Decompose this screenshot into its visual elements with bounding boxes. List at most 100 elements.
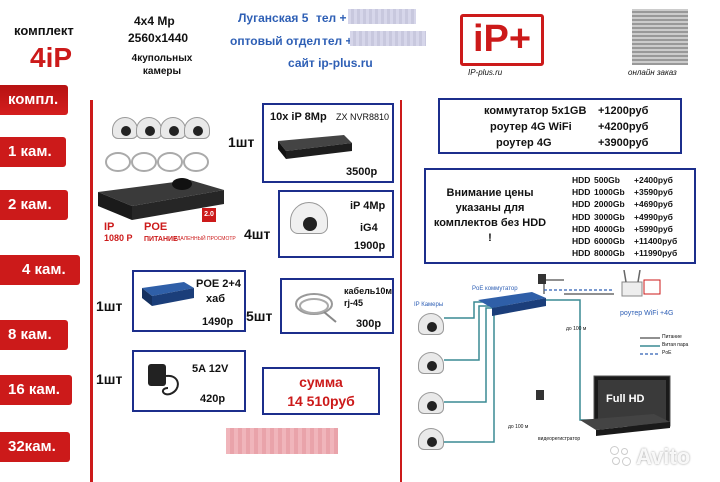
legend-twisted: Витая пара — [662, 342, 689, 348]
logo-caption: IP-plus.ru — [468, 68, 503, 77]
badge-version: 2.0 — [202, 208, 216, 222]
diagram-router-label: роутер WiFi +4G — [620, 310, 674, 317]
camera-card[interactable]: iP 4Mp iG4 1900р — [278, 190, 394, 258]
option-name: роутер 4G — [496, 137, 552, 149]
psu-qty: 1шт — [96, 371, 123, 387]
nvr-price: 3500р — [346, 166, 378, 178]
wholesale-text: оптовый отдел — [230, 34, 321, 48]
diagram-camera-icon — [418, 313, 444, 335]
poe-card[interactable]: POE 2+4 хаб 1490р — [132, 270, 246, 332]
divider-right — [400, 100, 402, 482]
tab-2-cam[interactable]: 2 кам. — [0, 190, 68, 220]
qr-caption: онлайн заказ — [628, 68, 677, 77]
option-name: коммутатор 5x1GB — [484, 105, 587, 117]
total-value: 14 510руб — [287, 393, 355, 409]
tab-8-cam[interactable]: 8 кам. — [0, 320, 68, 350]
redacted-phone-1 — [348, 9, 416, 24]
cable-title: кабель10м — [344, 286, 392, 296]
poe-subtitle: хаб — [206, 293, 226, 305]
hdd-notice: Внимание цены указаны для комплектов без… — [433, 187, 547, 244]
resolution-mp: 4x4 Mp — [134, 14, 175, 28]
cable-card[interactable]: кабель10м rj-45 300р — [280, 278, 394, 334]
option-price: +4200руб — [598, 121, 649, 133]
poe-price: 1490р — [202, 316, 234, 328]
divider-left — [90, 100, 93, 482]
resolution-pixels: 2560x1440 — [128, 31, 189, 45]
cable-coils-icon — [105, 152, 209, 172]
logo: iP+ — [460, 14, 544, 66]
monitor-text: Full HD — [606, 393, 645, 405]
dome-camera-icon — [290, 202, 328, 234]
total-card: сумма 14 510руб — [262, 367, 380, 415]
options-card: коммутатор 5x1GB +1200руб роутер 4G WiFi… — [438, 98, 682, 154]
psu-card[interactable]: 5A 12V 420р — [132, 350, 246, 412]
camera-icon — [112, 117, 138, 139]
tab-kit[interactable]: компл. — [0, 85, 68, 115]
phone-label-1: тел + — [316, 11, 347, 25]
address-text: Луганская 5 — [238, 11, 309, 25]
cable-price: 300р — [356, 318, 382, 330]
poe-hub-icon — [142, 282, 194, 306]
diagram-cams-label: IP Камеры — [414, 302, 444, 308]
camera-icon — [160, 117, 186, 139]
legend-poe: PoE — [662, 350, 672, 356]
poe-qty: 1шт — [96, 298, 123, 314]
avito-logo-icon — [610, 446, 632, 468]
tab-32-cam[interactable]: 32кам. — [0, 432, 70, 462]
qr-code[interactable] — [632, 9, 688, 65]
power-adapter-icon — [148, 364, 179, 396]
diagram-camera-icon — [418, 392, 444, 414]
logo-text: iP+ — [472, 18, 532, 60]
nvr-kit-icon — [98, 178, 224, 220]
cable-coil-icon — [295, 293, 337, 323]
nvr-title: 10х iP 8Mp — [270, 111, 327, 123]
tab-4-cam[interactable]: 4 кам. — [0, 255, 80, 285]
psu-title: 5A 12V — [192, 363, 229, 375]
nvr-icon — [278, 135, 352, 159]
legend-power: Питание — [662, 334, 682, 340]
redacted-phone-2 — [350, 31, 426, 46]
camera-model: iG4 — [360, 222, 378, 234]
option-price: +1200руб — [598, 105, 649, 117]
camera-icon — [136, 117, 162, 139]
diagram-switch-label: PoE коммутатор — [472, 286, 518, 292]
site-link[interactable]: сайт ip-plus.ru — [288, 56, 373, 70]
redacted-area — [226, 428, 338, 454]
camera-title: iP 4Mp — [350, 200, 386, 212]
camera-description: 4купольных камеры — [131, 53, 193, 77]
tab-1-cam[interactable]: 1 кам. — [0, 137, 66, 167]
camera-price: 1900р — [354, 240, 386, 252]
cable-subtitle: rj-45 — [344, 298, 364, 308]
camera-qty: 4шт — [244, 226, 271, 242]
distance-label: до 100 м — [508, 424, 529, 430]
camera-icon — [184, 117, 210, 139]
diagram-camera-icon — [418, 428, 444, 450]
nvr-qty: 1шт — [228, 134, 255, 150]
hdd-card: Внимание цены указаны для комплектов без… — [424, 168, 696, 264]
avito-watermark: Avito — [636, 444, 691, 469]
kit-label: комплект — [14, 23, 74, 38]
option-price: +3900руб — [598, 137, 649, 149]
badge-remote: УДАЛЕННЫЙ ПРОСМОТР — [174, 236, 236, 242]
recorder-label: видеорегистратор — [538, 436, 581, 442]
diagram-camera-icon — [418, 352, 444, 374]
distance-label: до 100 м — [566, 326, 587, 332]
nvr-model: ZX NVR8810 — [336, 112, 390, 122]
brand-title: 4iP — [30, 42, 73, 73]
phone-label-2: тел + — [322, 34, 353, 48]
network-diagram — [444, 270, 671, 443]
nvr-card[interactable]: 10х iP 8Mp ZX NVR8810 3500р — [262, 103, 394, 183]
option-name: роутер 4G WiFi — [490, 121, 572, 133]
poe-title: POE 2+4 — [196, 278, 241, 290]
tab-16-cam[interactable]: 16 кам. — [0, 375, 72, 405]
